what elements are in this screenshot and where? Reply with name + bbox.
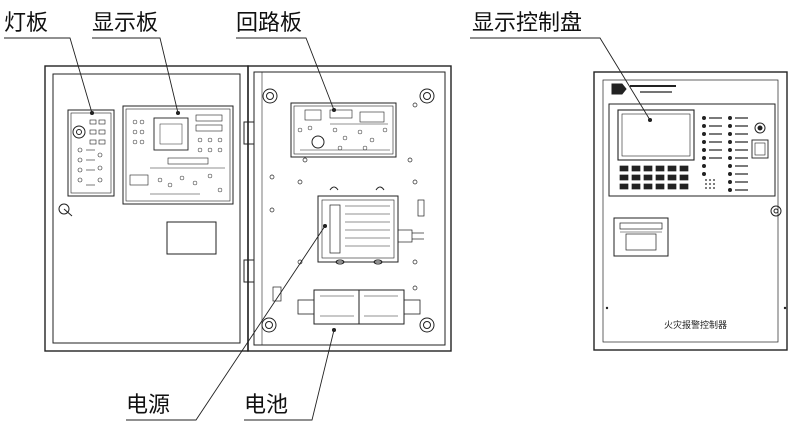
label-loop-board: 回路板: [236, 11, 303, 36]
label-lamp-board: 灯板: [4, 11, 49, 36]
label-display-board: 显示板: [92, 11, 159, 36]
front-panel-caption: 火灾报警控制器: [664, 321, 728, 331]
battery-pack: [297, 289, 421, 325]
front-panel: [593, 71, 788, 351]
loop-board: [290, 102, 397, 158]
lamp-board: [58, 109, 115, 217]
label-power-supply: 电源: [126, 393, 171, 418]
label-battery: 电池: [244, 393, 289, 418]
display-board: [122, 105, 234, 205]
label-display-control-panel: 显示控制盘: [472, 11, 583, 36]
cabinet-body: [247, 65, 452, 352]
leader-lines: [4, 37, 653, 421]
power-supply: [317, 186, 424, 265]
door-window: [166, 221, 217, 255]
